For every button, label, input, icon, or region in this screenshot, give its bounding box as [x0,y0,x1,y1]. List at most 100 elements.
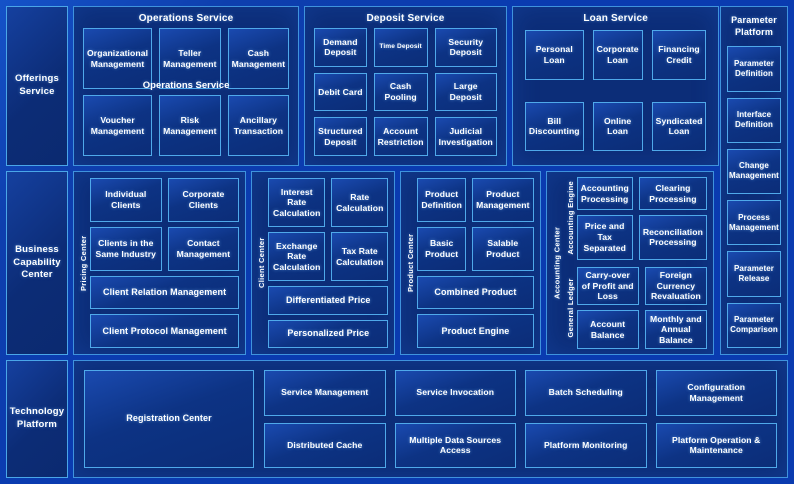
tile-price-and-tax-separated[interactable]: Price and Tax Separated [576,215,633,260]
group-title-deposit-service: Deposit Service [366,13,445,24]
tile-parameter-release[interactable]: Parameter Release [727,251,781,297]
tile-change-management[interactable]: Change Management [727,148,781,195]
tile-process-management[interactable]: Process Management [727,200,781,246]
tile-time-deposit[interactable]: Time Deposit [373,28,428,67]
tile-platform-monitoring[interactable]: Platform Monitoring [525,422,647,468]
client-center-tiles: Interest Rate Calculation Rate Calculati… [268,178,389,348]
tile-parameter-definition[interactable]: Parameter Definition [727,46,781,92]
tile-judicial-investigation[interactable]: Judicial Investigation [434,117,497,156]
group-accounting-center[interactable]: Accounting Center Accounting Engine Acco… [545,171,714,355]
tile-organizational-management[interactable]: Organizational Management [83,28,153,89]
subgroup-vlabel-accounting-engine: Accounting Engine [565,181,575,255]
tile-corporate-loan[interactable]: Corporate Loan [592,30,643,80]
tile-reconciliation-processing[interactable]: Reconciliation Processing [638,215,707,260]
tile-service-invocation[interactable]: Service Invocation [394,370,516,416]
group-product-center[interactable]: Product Center Product Definition Produc… [400,171,541,355]
row-offerings-service: Offerings Service Operations Service Org… [6,6,720,166]
tile-distributed-cache[interactable]: Distributed Cache [264,422,386,468]
tile-cash-pooling[interactable]: Cash Pooling [373,72,428,112]
tile-individual-clients[interactable]: Individual Clients [90,178,162,222]
group-technology-platform[interactable]: Registration Center Service Management S… [73,360,788,478]
tile-interface-definition[interactable]: Interface Definition [727,97,781,143]
business-group-container: Pricing Center Individual Clients Corpor… [73,171,714,355]
tile-clients-in-the-same-industry[interactable]: Clients in the Same Industry [90,226,162,271]
tile-configuration-management[interactable]: Configuration Management [655,370,777,416]
tile-product-management[interactable]: Product Management [472,178,534,222]
subgroup-vlabel-general-ledger: General Ledger [565,278,575,338]
deposit-service-tiles: Demand Deposit Time Deposit Security Dep… [305,28,506,165]
tile-foreign-currency-revaluation[interactable]: Foreign Currency Revaluation [644,266,707,306]
tile-batch-scheduling[interactable]: Batch Scheduling [525,370,647,416]
group-title-operations-service: Operations Service [138,13,234,24]
tile-financing-credit[interactable]: Financing Credit [651,30,707,80]
tile-large-deposit[interactable]: Large Deposit [434,72,497,112]
technology-tiles: Service Management Service Invocation Ba… [264,370,777,468]
tile-personal-loan[interactable]: Personal Loan [524,30,584,80]
tile-syndicated-loan[interactable]: Syndicated Loan [651,101,707,151]
product-center-tiles: Product Definition Product Management Ba… [417,178,534,348]
tile-bill-discounting[interactable]: Bill Discounting [524,101,584,151]
tile-clearing-processing[interactable]: Clearing Processing [638,177,707,211]
tile-accounting-processing[interactable]: Accounting Processing [576,177,633,211]
tile-registration-center[interactable]: Registration Center [84,370,254,468]
tile-combined-product[interactable]: Combined Product [417,275,534,310]
tile-structured-deposit[interactable]: Structured Deposit [314,117,367,156]
tile-corporate-clients[interactable]: Corporate Clients [167,178,240,222]
group-vlabel-pricing-center: Pricing Center [79,235,88,291]
group-subtitle-operations-service: Operations Service [142,80,230,91]
row-business-capability-center: Business Capability Center Pricing Cente… [6,171,714,355]
tile-debit-card[interactable]: Debit Card [314,72,367,112]
offerings-group-container: Operations Service Organizational Manage… [73,6,720,166]
tile-security-deposit[interactable]: Security Deposit [434,28,497,67]
tile-basic-product[interactable]: Basic Product [417,226,467,271]
tile-client-relation-management[interactable]: Client Relation Management [90,275,240,310]
group-loan-service[interactable]: Loan Service Personal Loan Corporate Loa… [511,6,720,166]
tile-client-protocol-management[interactable]: Client Protocol Management [90,314,240,348]
group-title-loan-service: Loan Service [583,13,648,24]
tile-exchange-rate-calculation[interactable]: Exchange Rate Calculation [268,232,326,282]
tile-carry-over-of-profit-and-loss[interactable]: Carry-over of Profit and Loss [576,266,639,306]
group-parameter-platform[interactable]: Parameter Platform Parameter Definition … [720,6,788,355]
tile-multiple-data-sources-access[interactable]: Multiple Data Sources Access [394,422,516,468]
tile-online-loan[interactable]: Online Loan [592,101,643,151]
tile-demand-deposit[interactable]: Demand Deposit [314,28,367,67]
tile-product-engine[interactable]: Product Engine [417,314,534,348]
tile-voucher-management[interactable]: Voucher Management [83,95,153,156]
technology-feature-container: Registration Center [84,370,254,468]
tile-contact-management[interactable]: Contact Management [167,226,240,271]
group-vlabel-accounting-center: Accounting Center [552,226,562,300]
tile-ancillary-transaction[interactable]: Ancillary Transaction [227,95,290,156]
row-label-offerings-service: Offerings Service [6,6,68,166]
tile-tax-rate-calculation[interactable]: Tax Rate Calculation [331,232,389,282]
subgroup-accounting-engine: Accounting Engine Accounting Processing … [564,177,707,260]
tile-service-management[interactable]: Service Management [264,370,386,416]
row-label-business-capability-center: Business Capability Center [6,171,68,355]
tile-cash-management[interactable]: Cash Management [227,28,290,89]
pricing-center-tiles: Individual Clients Corporate Clients Cli… [90,178,240,348]
group-client-center[interactable]: Client Center Interest Rate Calculation … [251,171,396,355]
accounting-engine-tiles: Accounting Processing Clearing Processin… [576,177,707,260]
row-technology-platform: Technology Platform Registration Center … [6,360,788,478]
accounting-subgroup-stack: Accounting Engine Accounting Processing … [564,177,707,349]
tile-monthly-and-annual-balance[interactable]: Monthly and Annual Balance [644,310,707,349]
tile-account-restriction[interactable]: Account Restriction [373,117,428,156]
tile-personalized-price[interactable]: Personalized Price [268,319,389,348]
tile-salable-product[interactable]: Salable Product [472,226,534,271]
group-deposit-service[interactable]: Deposit Service Demand Deposit Time Depo… [304,6,507,166]
tile-risk-management[interactable]: Risk Management [159,95,221,156]
row-label-technology-platform: Technology Platform [6,360,68,478]
tile-platform-operation-and-maintenance[interactable]: Platform Operation & Maintenance [655,422,777,468]
tile-differentiated-price[interactable]: Differentiated Price [268,286,389,315]
tile-teller-management[interactable]: Teller Management [159,28,221,89]
tile-product-definition[interactable]: Product Definition [417,178,467,222]
tile-parameter-comparison[interactable]: Parameter Comparison [727,302,781,348]
tile-rate-calculation[interactable]: Rate Calculation [331,178,389,228]
group-operations-service[interactable]: Operations Service Organizational Manage… [73,6,300,166]
tile-account-balance[interactable]: Account Balance [576,310,639,349]
group-pricing-center[interactable]: Pricing Center Individual Clients Corpor… [73,171,247,355]
loan-service-tiles: Personal Loan Corporate Loan Financing C… [513,28,719,165]
subgroup-general-ledger: General Ledger Carry-over of Profit and … [564,266,707,349]
group-vlabel-product-center: Product Center [406,233,416,293]
tile-interest-rate-calculation[interactable]: Interest Rate Calculation [268,178,326,228]
